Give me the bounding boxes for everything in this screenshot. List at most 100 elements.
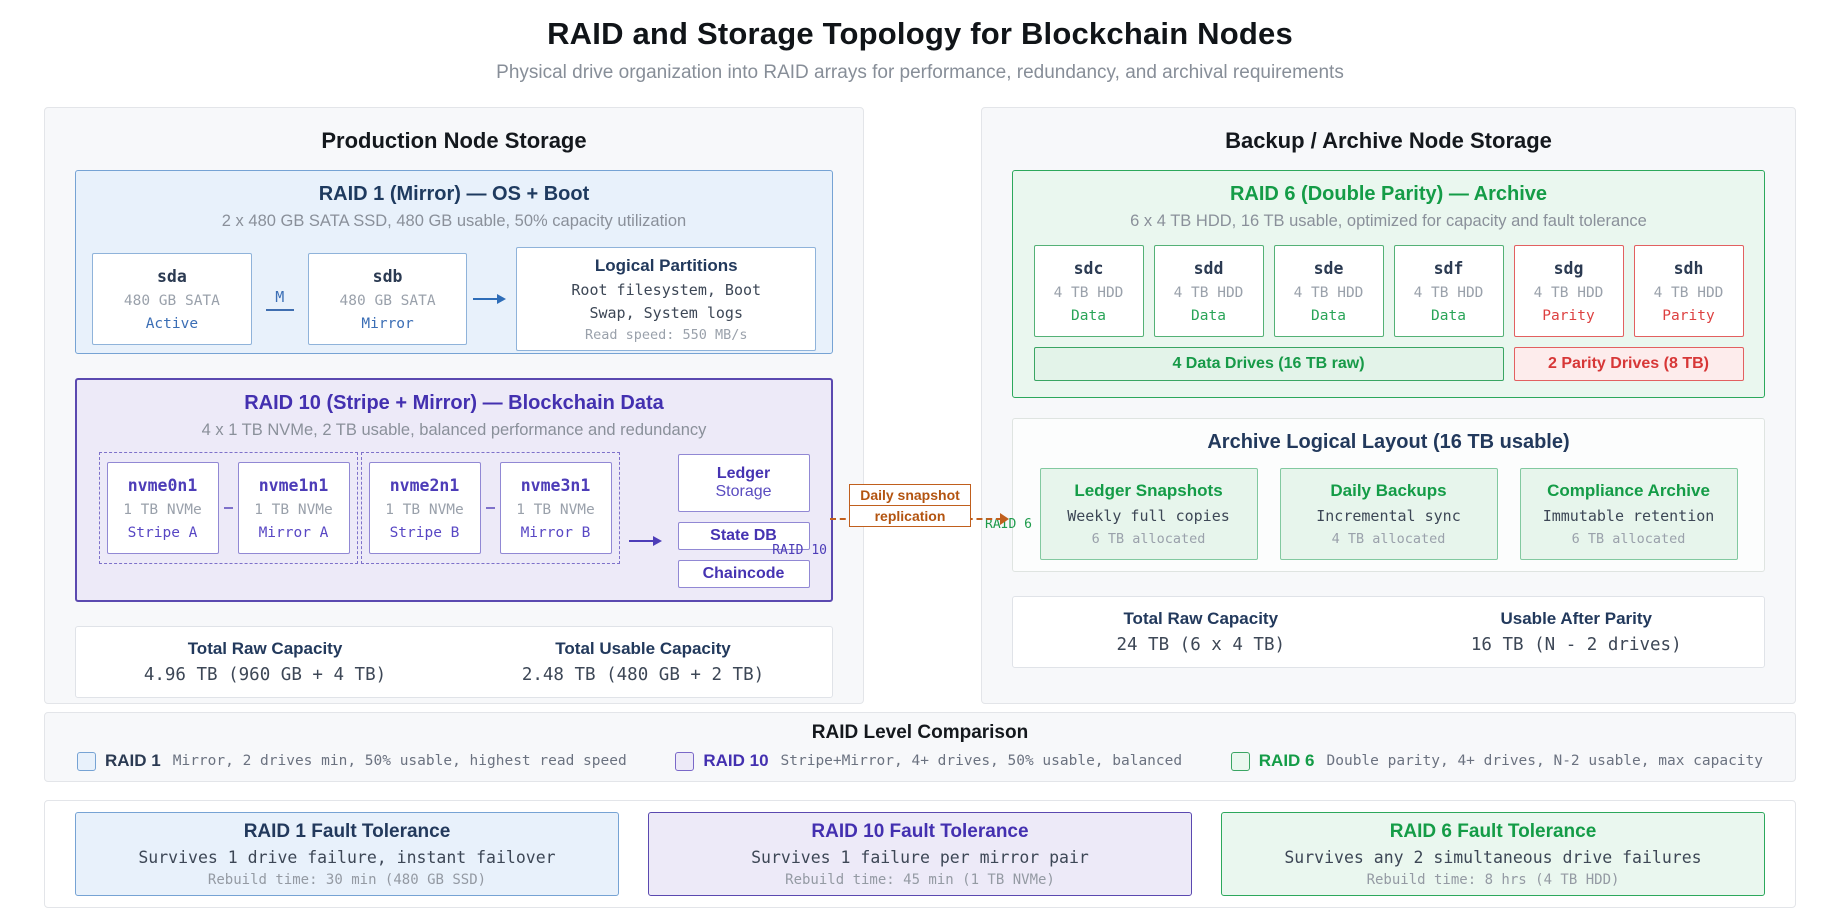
raid1-swatch-icon xyxy=(77,751,96,771)
mirror-link-line xyxy=(265,308,294,311)
legend-label: RAID 6 xyxy=(1258,751,1315,770)
usable-capacity-label: Total Usable Capacity xyxy=(555,639,731,658)
drive-capacity: 480 GB SATA xyxy=(123,292,220,309)
page-title: RAID and Storage Topology for Blockchain… xyxy=(547,16,1293,51)
pair-link-line xyxy=(223,507,233,509)
legend-raid6: RAID 6 Double parity, 4+ drives, N-2 usa… xyxy=(1230,751,1763,771)
ledger-storage-box: Ledger Storage xyxy=(677,454,810,512)
drive-capacity: 4 TB HDD xyxy=(1533,284,1604,301)
fault-title: RAID 1 Fault Tolerance xyxy=(243,820,451,842)
chaincode-box: Chaincode xyxy=(677,560,810,588)
compliance-archive-box: Compliance Archive Immutable retention 6… xyxy=(1519,468,1738,560)
raid10-edge-label: RAID 10 xyxy=(772,543,827,558)
replication-arrowhead-icon xyxy=(1000,513,1009,525)
raid10-fault-box: RAID 10 Fault Tolerance Survives 1 failu… xyxy=(648,812,1192,896)
drive-capacity: 4 TB HDD xyxy=(1653,284,1724,301)
drive-name: sdc xyxy=(1073,258,1104,278)
raid10-volumes: Ledger Storage State DB Chaincode xyxy=(677,454,810,588)
drive-sdh: sdh 4 TB HDD Parity xyxy=(1633,245,1744,337)
drive-role: Data xyxy=(1071,307,1106,324)
mirror-link: M xyxy=(252,288,308,311)
raid6-strips: 4 Data Drives (16 TB raw) 2 Parity Drive… xyxy=(1029,347,1748,381)
volume-sublabel: Storage xyxy=(715,483,772,500)
data-drives-strip: 4 Data Drives (16 TB raw) xyxy=(1033,347,1504,381)
drive-nvme3n1: nvme3n1 1 TB NVMe Mirror B xyxy=(499,462,612,554)
production-totals: Total Raw Capacity 4.96 TB (960 GB + 4 T… xyxy=(75,626,833,698)
drive-role: Stripe B xyxy=(389,524,460,541)
drive-capacity: 1 TB NVMe xyxy=(254,501,333,518)
production-panel-title: Production Node Storage xyxy=(321,128,587,153)
legend-raid10: RAID 10 Stripe+Mirror, 4+ drives, 50% us… xyxy=(675,751,1182,771)
drive-name: sdg xyxy=(1553,258,1584,278)
area-title: Compliance Archive xyxy=(1547,481,1710,500)
drive-nvme0n1: nvme0n1 1 TB NVMe Stripe A xyxy=(106,462,219,554)
fault-title: RAID 10 Fault Tolerance xyxy=(811,820,1029,842)
fault-rebuild-note: Rebuild time: 30 min (480 GB SSD) xyxy=(207,871,487,888)
drive-capacity: 1 TB NVMe xyxy=(516,501,595,518)
volume-label: Chaincode xyxy=(702,565,785,582)
parity-drives-strip: 2 Parity Drives (8 TB) xyxy=(1513,347,1744,381)
legend-desc: Stripe+Mirror, 4+ drives, 50% usable, ba… xyxy=(780,753,1183,769)
raid6-fault-box: RAID 6 Fault Tolerance Survives any 2 si… xyxy=(1221,812,1765,896)
raid1-title: RAID 1 (Mirror) — OS + Boot xyxy=(318,183,590,205)
usable-capacity-cell: Usable After Parity 16 TB (N - 2 drives) xyxy=(1389,609,1765,655)
page-header: RAID and Storage Topology for Blockchain… xyxy=(0,0,1840,84)
drive-capacity: 1 TB NVMe xyxy=(385,501,464,518)
drive-capacity: 4 TB HDD xyxy=(1293,284,1364,301)
drive-role: Active xyxy=(145,315,199,332)
backup-panel: Backup / Archive Node Storage RAID 6 (Do… xyxy=(981,107,1796,704)
volume-label: State DB xyxy=(710,527,777,544)
usable-capacity-value: 2.48 TB (480 GB + 2 TB) xyxy=(521,665,765,685)
area-alloc: 6 TB allocated xyxy=(1091,531,1206,547)
drive-sdd: sdd 4 TB HDD Data xyxy=(1153,245,1264,337)
drive-name: sdb xyxy=(372,266,403,286)
raid10-container: RAID 10 (Stripe + Mirror) — Blockchain D… xyxy=(75,378,833,602)
partitions-line: Swap, System logs xyxy=(589,303,743,322)
drive-capacity: 1 TB NVMe xyxy=(123,501,202,518)
area-title: Ledger Snapshots xyxy=(1074,481,1223,500)
drive-capacity: 4 TB HDD xyxy=(1413,284,1484,301)
logical-partitions-box: Logical Partitions Root filesystem, Boot… xyxy=(516,247,817,351)
usable-capacity-label: Usable After Parity xyxy=(1500,609,1652,628)
replication-label: Daily snapshot replication xyxy=(849,484,971,527)
area-alloc: 6 TB allocated xyxy=(1571,531,1686,547)
drive-name: sdh xyxy=(1673,258,1704,278)
area-alloc: 4 TB allocated xyxy=(1331,531,1446,547)
drive-name: nvme1n1 xyxy=(258,475,329,495)
drive-role: Data xyxy=(1311,307,1346,324)
volume-label: Ledger xyxy=(716,465,771,482)
drive-sdc: sdc 4 TB HDD Data xyxy=(1033,245,1144,337)
drive-sda: sda 480 GB SATA Active xyxy=(92,253,252,345)
daily-backups-box: Daily Backups Incremental sync 4 TB allo… xyxy=(1279,468,1498,560)
legend-label: RAID 10 xyxy=(703,751,769,770)
drive-nvme1n1: nvme1n1 1 TB NVMe Mirror A xyxy=(237,462,350,554)
area-title: Daily Backups xyxy=(1330,481,1447,500)
drive-sde: sde 4 TB HDD Data xyxy=(1273,245,1384,337)
raid6-container: RAID 6 (Double Parity) — Archive 6 x 4 T… xyxy=(1012,170,1765,398)
raid6-swatch-icon xyxy=(1230,751,1250,771)
drive-name: nvme0n1 xyxy=(127,475,198,495)
drive-name: sde xyxy=(1313,258,1344,278)
partitions-note: Read speed: 550 MB/s xyxy=(584,326,748,343)
archive-layout-title: Archive Logical Layout (16 TB usable) xyxy=(1207,431,1570,453)
drive-role: Data xyxy=(1191,307,1226,324)
partitions-line: Root filesystem, Boot xyxy=(571,280,762,299)
fault-desc: Survives 1 drive failure, instant failov… xyxy=(138,847,556,867)
fault-desc: Survives any 2 simultaneous drive failur… xyxy=(1284,847,1702,867)
raw-capacity-label: Total Raw Capacity xyxy=(187,639,343,658)
drive-role: Parity xyxy=(1662,307,1715,324)
state-db-box: State DB xyxy=(677,522,810,550)
drive-capacity: 4 TB HDD xyxy=(1053,284,1124,301)
drive-sdb: sdb 480 GB SATA Mirror xyxy=(307,253,468,345)
raid10-drive-row: nvme0n1 1 TB NVMe Stripe A nvme1n1 1 TB … xyxy=(93,452,815,588)
drive-role: Stripe A xyxy=(127,524,198,541)
raw-capacity-cell: Total Raw Capacity 24 TB (6 x 4 TB) xyxy=(1013,609,1389,655)
raid10-subtitle: 4 x 1 TB NVMe, 2 TB usable, balanced per… xyxy=(201,421,707,439)
raid1-subtitle: 2 x 480 GB SATA SSD, 480 GB usable, 50% … xyxy=(221,212,687,230)
drive-nvme2n1: nvme2n1 1 TB NVMe Stripe B xyxy=(368,462,481,554)
fault-tolerance-row: RAID 1 Fault Tolerance Survives 1 drive … xyxy=(44,800,1796,908)
backup-totals: Total Raw Capacity 24 TB (6 x 4 TB) Usab… xyxy=(1012,596,1765,668)
fault-rebuild-note: Rebuild time: 45 min (1 TB NVMe) xyxy=(785,871,1055,888)
fault-title: RAID 6 Fault Tolerance xyxy=(1389,820,1597,842)
